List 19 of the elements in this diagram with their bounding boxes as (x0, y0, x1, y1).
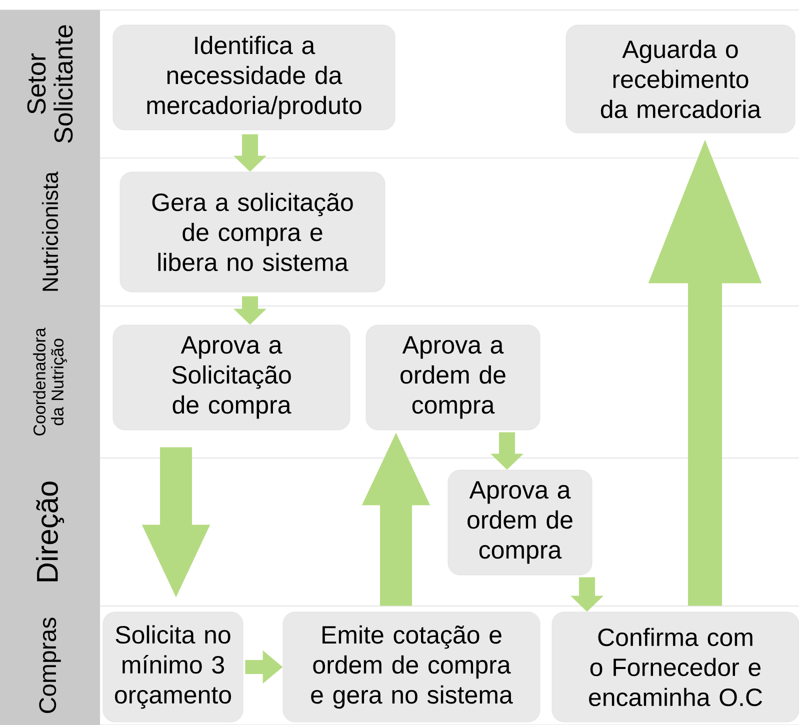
lane-header: Coordenadora da Nutrição (0, 306, 100, 458)
process-box: Aprova a ordem de compra (448, 470, 592, 576)
lane-header: Direção (0, 458, 100, 606)
node-label: Direção (36, 482, 64, 582)
node-label: Compras (39, 618, 61, 713)
node-label: Nutricionista (42, 171, 58, 291)
node-label: Setor Solicitante (27, 25, 73, 143)
process-box: Aprova a ordem de compra (366, 324, 540, 430)
lane-header: Compras (0, 606, 100, 725)
process-box: Emite cotação e ordem de compra e gera no sistema (282, 612, 540, 722)
lane-header: Nutricionista (0, 158, 100, 306)
process-box: Confirma com o Fornecedor e encaminha O.C (552, 612, 799, 722)
lane-header: Setor Solicitante (0, 10, 100, 158)
process-box: Aguarda o recebimento da mercadoria (566, 24, 796, 134)
process-box: Aprova a Solicitação de compra (112, 324, 350, 430)
process-box: Gera a solicitação de compra e libera no sistema (120, 172, 386, 292)
process-box: Identifica a necessidade da mercadoria/produto (112, 24, 396, 130)
node-label: Coordenadora da Nutrição (33, 328, 67, 436)
process-box: Solicita no mínimo 3 orçamento (102, 612, 244, 722)
